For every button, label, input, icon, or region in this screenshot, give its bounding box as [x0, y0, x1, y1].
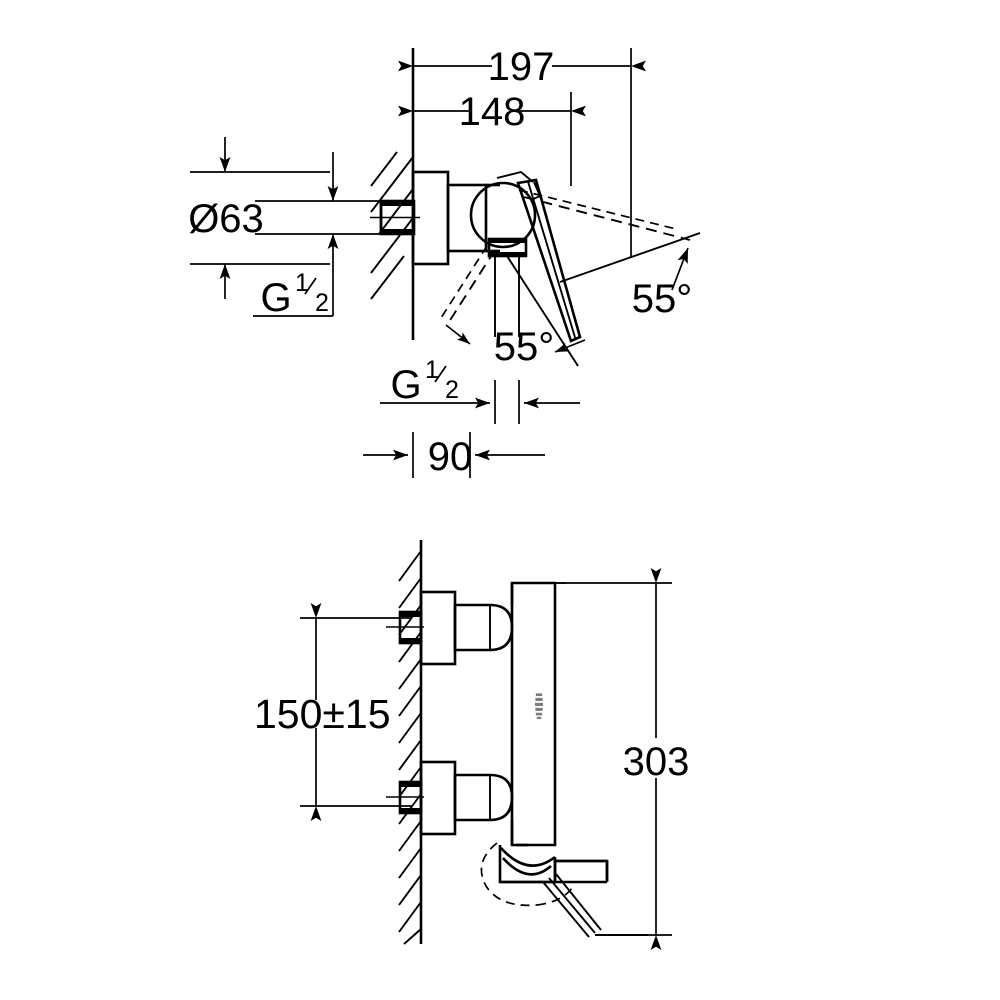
inlet-lower-front [386, 780, 424, 815]
dimension-90: 90 [363, 432, 545, 479]
dimension-303: 303 [566, 568, 690, 950]
dimension-g-half-left: G 1 2 [253, 152, 381, 320]
dimension-197: 197 [398, 45, 646, 258]
dimension-303-label: 303 [623, 740, 690, 784]
angle-55-right-label: 55° [632, 277, 693, 321]
outlet-tube-lines-top [494, 256, 520, 337]
lever-alternate-positions-top [440, 189, 691, 326]
dimension-g-half-bottom: G 1 2 [380, 356, 580, 424]
lever-alternate-position-front [480, 842, 648, 938]
front-view-group: 150±15 303 [254, 540, 690, 950]
wall-hatching-front [398, 550, 422, 945]
angle-55-left-label: 55° [494, 325, 555, 369]
dimension-g-half-left-label: G [260, 276, 291, 320]
connector-neck-lower-front [453, 773, 514, 822]
dimension-g-half-left-denominator: 2 [315, 289, 329, 317]
inlet-upper-front [386, 610, 424, 645]
cartridge-head-top [469, 181, 537, 249]
wall-front-view [398, 540, 423, 945]
lever-handle-front [498, 843, 609, 884]
dimension-148-label: 148 [459, 90, 526, 134]
angle-55-left: 55° [445, 255, 586, 369]
dimension-g-half-bottom-label: G [390, 363, 421, 407]
dimension-diameter-63-label: Ø63 [188, 197, 264, 241]
dimension-g-half-bottom-numerator: 1 [425, 356, 439, 384]
dimension-150-tolerance-label: 150±15 [254, 691, 391, 737]
escutcheon-upper-front [419, 590, 457, 666]
dimension-150-tolerance: 150±15 [254, 603, 412, 821]
dimension-g-half-left-numerator: 1 [295, 269, 309, 297]
wall-hatching-top [370, 151, 414, 300]
angle-55-right: 55° [559, 232, 701, 321]
dimension-197-label: 197 [488, 45, 555, 89]
wall-top-view [370, 48, 415, 340]
inlet-connector-top [370, 199, 420, 236]
dimension-90-label: 90 [428, 435, 473, 479]
escutcheon-lower-front [419, 760, 457, 836]
mixer-body-front [510, 581, 566, 847]
brand-logo-mark [534, 693, 544, 720]
dimension-diameter-63: Ø63 [188, 137, 330, 299]
top-view-group: 197 148 Ø63 G 1 2 [188, 45, 701, 479]
dimension-148: 148 [398, 90, 586, 186]
dimension-g-half-bottom-denominator: 2 [445, 376, 459, 404]
connector-neck-upper-front [453, 603, 514, 652]
